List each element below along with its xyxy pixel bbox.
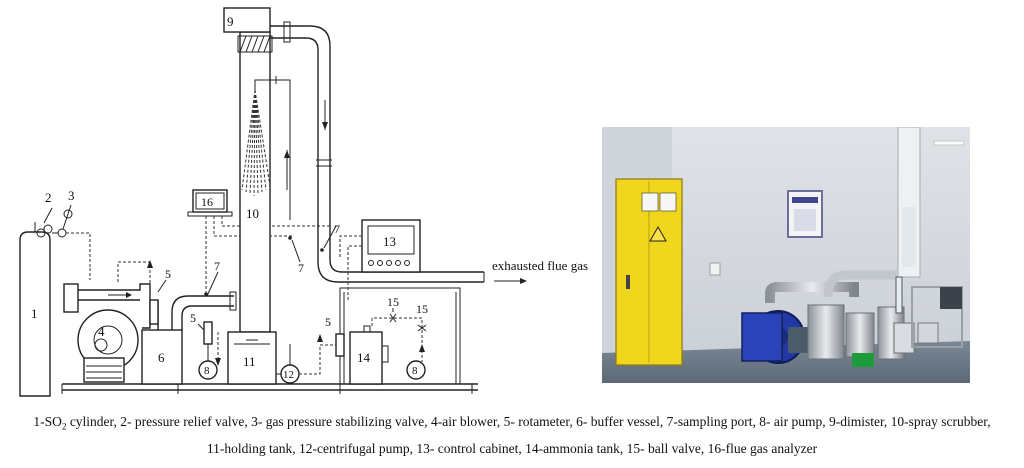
label-2: 2 [45,190,52,205]
sampling-port-column: 7 [288,236,304,275]
label-16: 16 [201,195,213,209]
spray-scrubber: 9 10 [223,7,291,333]
caption-line1-subscript: 2 [61,421,67,432]
buffer-vessel: 6 [141,329,183,385]
centrifugal-pump: 12 [276,344,300,384]
label-5a: 5 [165,267,171,281]
label-15a: 15 [387,295,399,309]
label-7b: 7 [334,222,340,236]
caption-line1-part2: cylinder, 2- pressure relief valve, 3- g… [66,414,991,429]
label-8b: 8 [412,365,418,377]
label-3: 3 [68,188,75,203]
so2-cylinder: 1 [19,222,51,397]
caption-line1-part1: 1-SO [33,414,62,429]
label-10: 10 [246,206,259,221]
ammonia-tank: 14 [349,325,389,385]
label-4: 4 [98,324,105,339]
figure-caption-line-1: 1-SO2 cylinder, 2- pressure relief valve… [0,413,1024,436]
label-6: 6 [158,350,165,365]
label-7c: 7 [298,261,304,275]
exhaust-arrow: exhausted flue gas [492,258,588,284]
label-9: 9 [227,14,234,29]
rotameter-right: 5 [299,315,345,375]
label-13: 13 [383,234,396,249]
rotameter-left: 5 [117,260,171,325]
air-pump-right: 8 [406,344,426,380]
process-schematic: 1 2 3 4 5 [19,7,588,397]
label-8a: 8 [204,365,210,377]
label-5b: 5 [190,311,196,325]
gas-stabilizing-valve: 3 [52,188,75,238]
label-7a: 7 [214,259,220,273]
pressure-relief-valve: 2 [36,190,53,238]
figure-caption-line-2: 11-holding tank, 12-centrifugal pump, 13… [206,441,818,456]
inlet-duct: 7 [171,259,237,330]
air-blower: 4 [63,283,151,383]
label-1: 1 [31,306,38,321]
exhaust-label: exhausted flue gas [492,258,588,273]
label-11: 11 [243,354,256,369]
air-pump-left: 8 [198,332,221,380]
label-14: 14 [357,350,371,365]
holding-tank: 11 [227,331,277,385]
lab-equipment-photo [602,127,970,383]
label-5c: 5 [325,315,331,329]
control-cabinet: 13 [339,219,421,300]
label-12: 12 [283,369,294,381]
rotameter-middle: 5 [190,311,213,345]
label-15b: 15 [416,302,428,316]
outlet-duct: 7 [270,21,485,283]
ball-valves: 15 15 [371,295,428,362]
flue-gas-analyzer: 16 [187,189,331,292]
